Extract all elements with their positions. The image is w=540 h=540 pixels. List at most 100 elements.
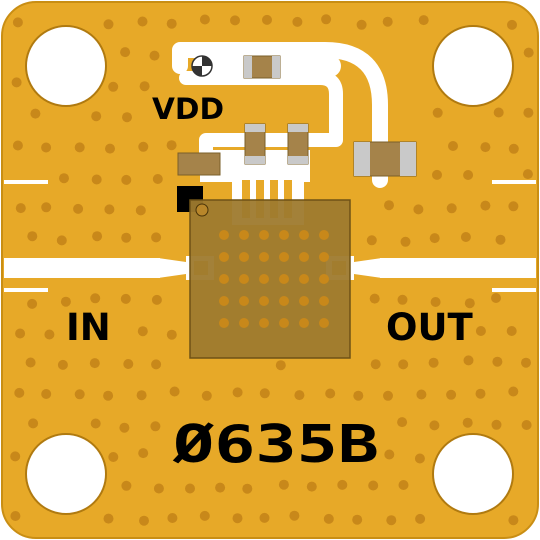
ground-via: [352, 514, 363, 525]
ground-via: [521, 420, 532, 430]
ground-via: [108, 81, 119, 92]
ground-via: [90, 418, 101, 429]
ground-via: [108, 452, 119, 462]
ground-via: [41, 389, 52, 399]
ground-via: [14, 387, 25, 398]
ground-via: [91, 174, 102, 185]
ground-via: [11, 77, 22, 88]
ground-via: [10, 451, 21, 462]
ground-via: [103, 513, 114, 524]
ground-via: [74, 389, 85, 400]
ground-via: [508, 386, 519, 397]
ground-via: [27, 231, 38, 242]
ground-via: [325, 388, 336, 399]
ground-via: [480, 200, 491, 211]
capacitor-c5: [177, 152, 221, 176]
ground-via: [121, 480, 132, 491]
ground-via: [398, 359, 409, 370]
ground-via: [523, 47, 534, 58]
thermal-via: [239, 296, 249, 306]
ground-via: [432, 107, 443, 118]
ground-via: [523, 107, 534, 118]
ground-via: [491, 419, 502, 430]
output-label: OUT: [386, 306, 473, 349]
ground-via: [103, 390, 114, 401]
ground-via: [428, 357, 439, 368]
capacitor-c1: [243, 55, 281, 79]
ground-via: [292, 16, 303, 27]
ground-via: [353, 390, 364, 401]
ground-via: [15, 328, 26, 339]
ground-via: [370, 359, 381, 370]
thermal-via: [219, 296, 229, 306]
ground-via: [27, 298, 38, 309]
ground-via: [460, 232, 471, 242]
ground-via: [30, 108, 41, 119]
ground-via: [464, 298, 475, 309]
ground-via: [446, 203, 457, 214]
ground-via: [306, 481, 317, 492]
ground-via: [44, 329, 55, 340]
ground-via: [492, 356, 503, 367]
ground-via: [59, 173, 69, 184]
part-number-label: Ø635B: [172, 415, 379, 475]
ground-via: [242, 483, 253, 494]
ground-via: [135, 205, 146, 216]
ground-via: [463, 170, 474, 180]
ground-via: [138, 141, 149, 152]
ground-via: [429, 233, 440, 244]
ground-via: [400, 236, 411, 247]
ground-via: [294, 390, 305, 401]
ground-via: [73, 203, 84, 214]
mounting-hole-icon: [25, 25, 107, 107]
ground-via: [119, 422, 130, 433]
ground-via: [289, 510, 300, 521]
ground-via: [15, 203, 26, 214]
thermal-via: [319, 252, 329, 262]
ground-via: [432, 169, 442, 180]
ground-via: [90, 293, 101, 304]
thermal-via: [259, 274, 269, 284]
thermal-via: [239, 318, 249, 328]
ground-via: [12, 140, 23, 151]
ground-via: [323, 513, 334, 524]
ground-via: [232, 387, 243, 398]
ground-via: [506, 326, 517, 336]
vdd-label: VDD: [152, 92, 224, 126]
ground-via: [259, 512, 270, 523]
ground-via: [278, 479, 289, 490]
ground-via: [429, 420, 440, 431]
ground-via: [384, 200, 394, 211]
ground-via: [199, 14, 210, 25]
ground-via: [25, 357, 36, 368]
via-field: [10, 14, 534, 526]
ground-via: [508, 143, 519, 154]
thermal-via: [319, 230, 329, 240]
ground-via: [430, 297, 441, 307]
ground-via: [151, 232, 162, 243]
ground-via: [149, 50, 160, 61]
thermal-via: [279, 296, 289, 306]
capacitor-c3: [287, 123, 309, 165]
ground-via: [398, 480, 409, 490]
thermal-via: [279, 230, 289, 240]
ground-via: [508, 201, 519, 212]
capacitor-c4: [353, 141, 417, 177]
ground-via: [521, 357, 531, 368]
thermal-via: [259, 252, 269, 262]
thermal-via: [299, 252, 309, 262]
ground-via: [491, 293, 501, 303]
ground-via: [259, 388, 270, 399]
ground-via: [60, 296, 71, 307]
ground-via: [120, 293, 131, 304]
ground-via: [337, 479, 348, 490]
mounting-hole-icon: [432, 433, 514, 515]
bias-fingers: [242, 180, 292, 218]
ground-via: [12, 17, 23, 28]
thermal-via: [219, 318, 229, 328]
ground-via: [150, 421, 161, 432]
ground-via: [201, 390, 212, 401]
ground-via: [199, 510, 210, 521]
ground-via: [137, 16, 148, 27]
ground-via: [185, 483, 195, 494]
